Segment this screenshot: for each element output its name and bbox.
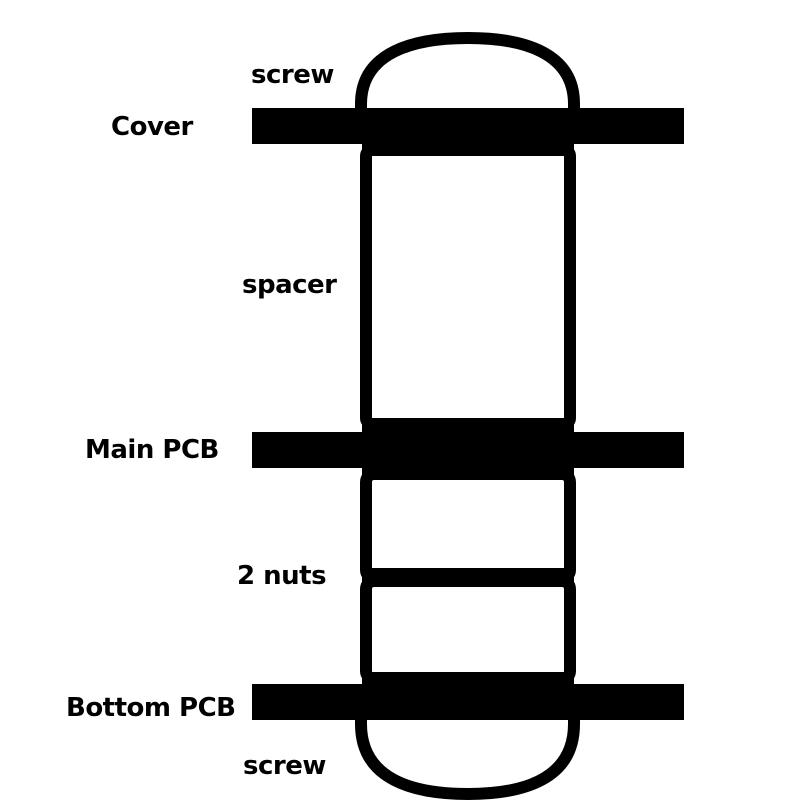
nut-gap-band [362, 568, 574, 586]
label-top-screw: screw [251, 60, 334, 90]
top-screw-head [355, 31, 580, 110]
label-spacer: spacer [242, 270, 337, 300]
bottom-screw-head [355, 716, 580, 800]
pcb-nut-band [362, 464, 574, 480]
main-pcb-board [252, 432, 684, 468]
label-bottom-screw: screw [243, 751, 326, 781]
spacer-body [360, 144, 576, 430]
nut-bottom-band [362, 672, 574, 688]
label-main-pcb: Main PCB [85, 435, 219, 465]
cover-board [252, 108, 684, 144]
nut-upper [360, 468, 576, 584]
label-nuts: 2 nuts [237, 561, 327, 591]
cover-spacer-band [362, 140, 574, 156]
nut-lower [360, 575, 576, 685]
bottom-pcb-board [252, 684, 684, 720]
spacer-pcb-band [362, 420, 574, 436]
label-bottom-pcb: Bottom PCB [66, 693, 236, 723]
label-cover: Cover [111, 112, 193, 142]
